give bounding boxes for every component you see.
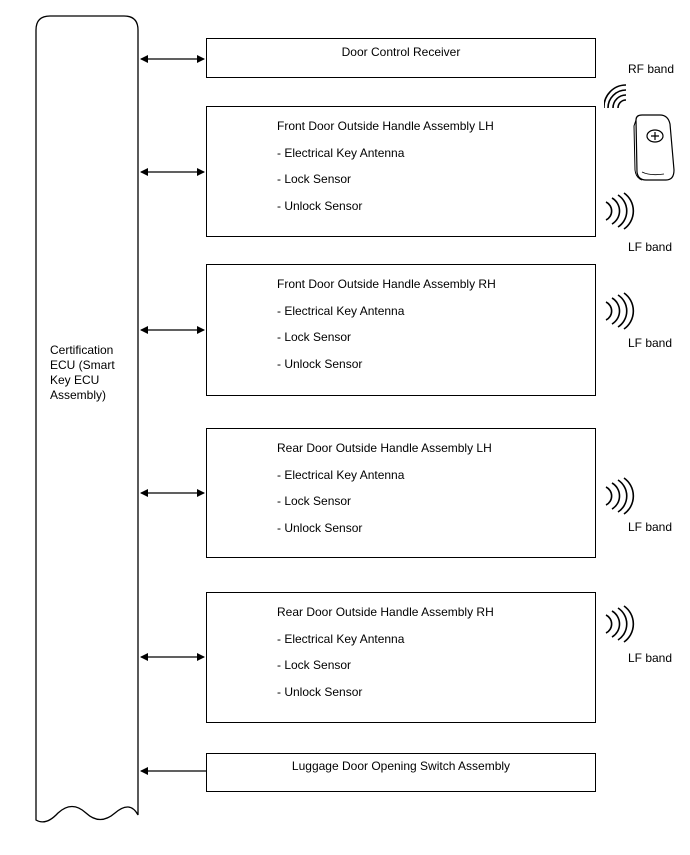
box-item: - Electrical Key Antenna [277,468,405,482]
box-title: Front Door Outside Handle Assembly LH [277,119,494,133]
ecu-label-line: Assembly) [50,388,107,402]
box-item: - Unlock Sensor [277,357,363,371]
front-door-lh-box: Front Door Outside Handle Assembly LH - … [206,106,596,237]
box-title: Rear Door Outside Handle Assembly RH [277,605,494,619]
lf-band-label: LF band [628,240,673,254]
box-item: - Electrical Key Antenna [277,632,405,646]
rf-band-label: RF band [628,62,675,76]
ecu-outline [35,15,139,823]
luggage-switch-box: Luggage Door Opening Switch Assembly [206,753,596,792]
box-item: - Lock Sensor [277,494,352,508]
rear-door-rh-box: Rear Door Outside Handle Assembly RH - E… [206,592,596,723]
box-item: - Unlock Sensor [277,199,363,213]
box-title: Door Control Receiver [341,45,461,59]
box-title: Front Door Outside Handle Assembly RH [277,277,496,291]
ecu-label-line: ECU (Smart [50,358,115,372]
box-item: - Lock Sensor [277,658,352,672]
box-item: - Electrical Key Antenna [277,304,405,318]
box-item: - Unlock Sensor [277,685,363,699]
ecu-label-line: Key ECU [50,373,100,387]
box-item: - Electrical Key Antenna [277,146,405,160]
lf-wave-icon [605,605,635,643]
lf-band-label: LF band [628,520,673,534]
box-title: Luggage Door Opening Switch Assembly [291,759,511,773]
rf-wave-icon [604,84,627,109]
box-item: - Unlock Sensor [277,521,363,535]
ecu-label: Certification ECU (Smart Key ECU Assembl… [50,343,132,403]
lf-wave-icon [605,477,635,515]
lf-band-label: LF band [628,651,673,665]
lf-wave-icon [605,292,635,330]
front-door-rh-box: Front Door Outside Handle Assembly RH - … [206,264,596,396]
rear-door-lh-box: Rear Door Outside Handle Assembly LH - E… [206,428,596,558]
lf-band-label: LF band [628,336,673,350]
box-item: - Lock Sensor [277,172,352,186]
door-control-receiver-box: Door Control Receiver [206,38,596,78]
lf-wave-icon [605,192,635,230]
box-title: Rear Door Outside Handle Assembly LH [277,441,492,455]
ecu-label-line: Certification [50,343,114,357]
key-fob-icon [633,114,675,181]
box-item: - Lock Sensor [277,330,352,344]
